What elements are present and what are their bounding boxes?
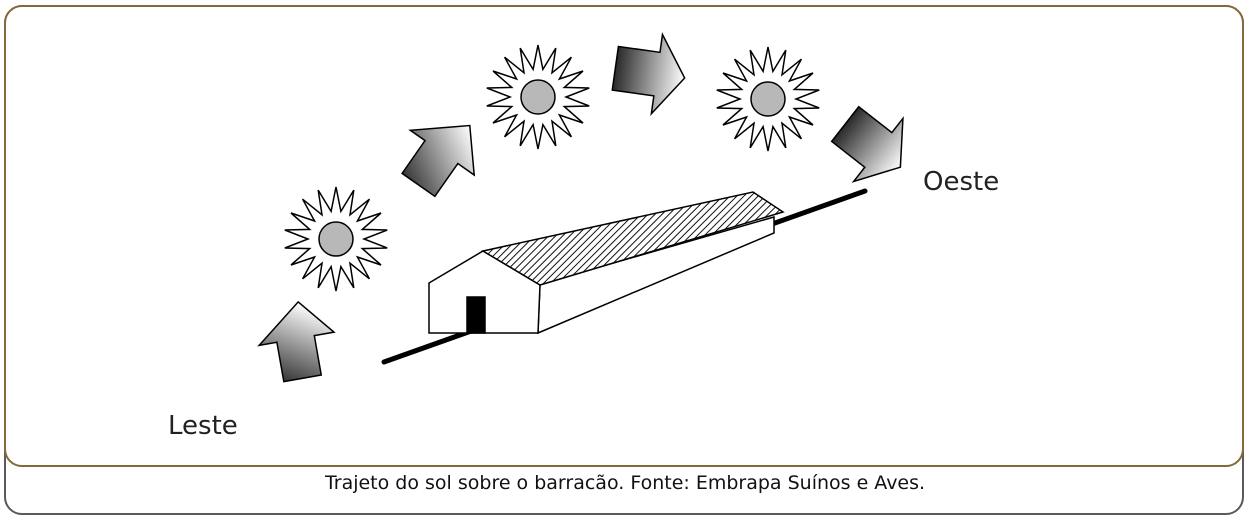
sun-core <box>520 79 556 115</box>
west-label: Oeste <box>923 167 1000 197</box>
figure-caption: Trajeto do sol sobre o barracão. Fonte: … <box>324 472 926 494</box>
arrow-icon <box>257 300 336 383</box>
sun-path-diagram <box>257 32 904 383</box>
east-label: Leste <box>168 411 238 441</box>
poultry-house-icon <box>428 191 785 335</box>
sun-icon <box>284 186 388 292</box>
arrow-icon <box>401 124 476 198</box>
sun-icon <box>716 46 820 152</box>
sun-core <box>750 81 786 117</box>
arrow-icon <box>611 32 686 116</box>
door <box>466 296 486 334</box>
diagram-panel: Leste Oeste <box>4 5 1244 467</box>
arrow-icon <box>830 105 904 183</box>
sun-icon <box>486 44 590 150</box>
sun-core <box>318 221 354 257</box>
